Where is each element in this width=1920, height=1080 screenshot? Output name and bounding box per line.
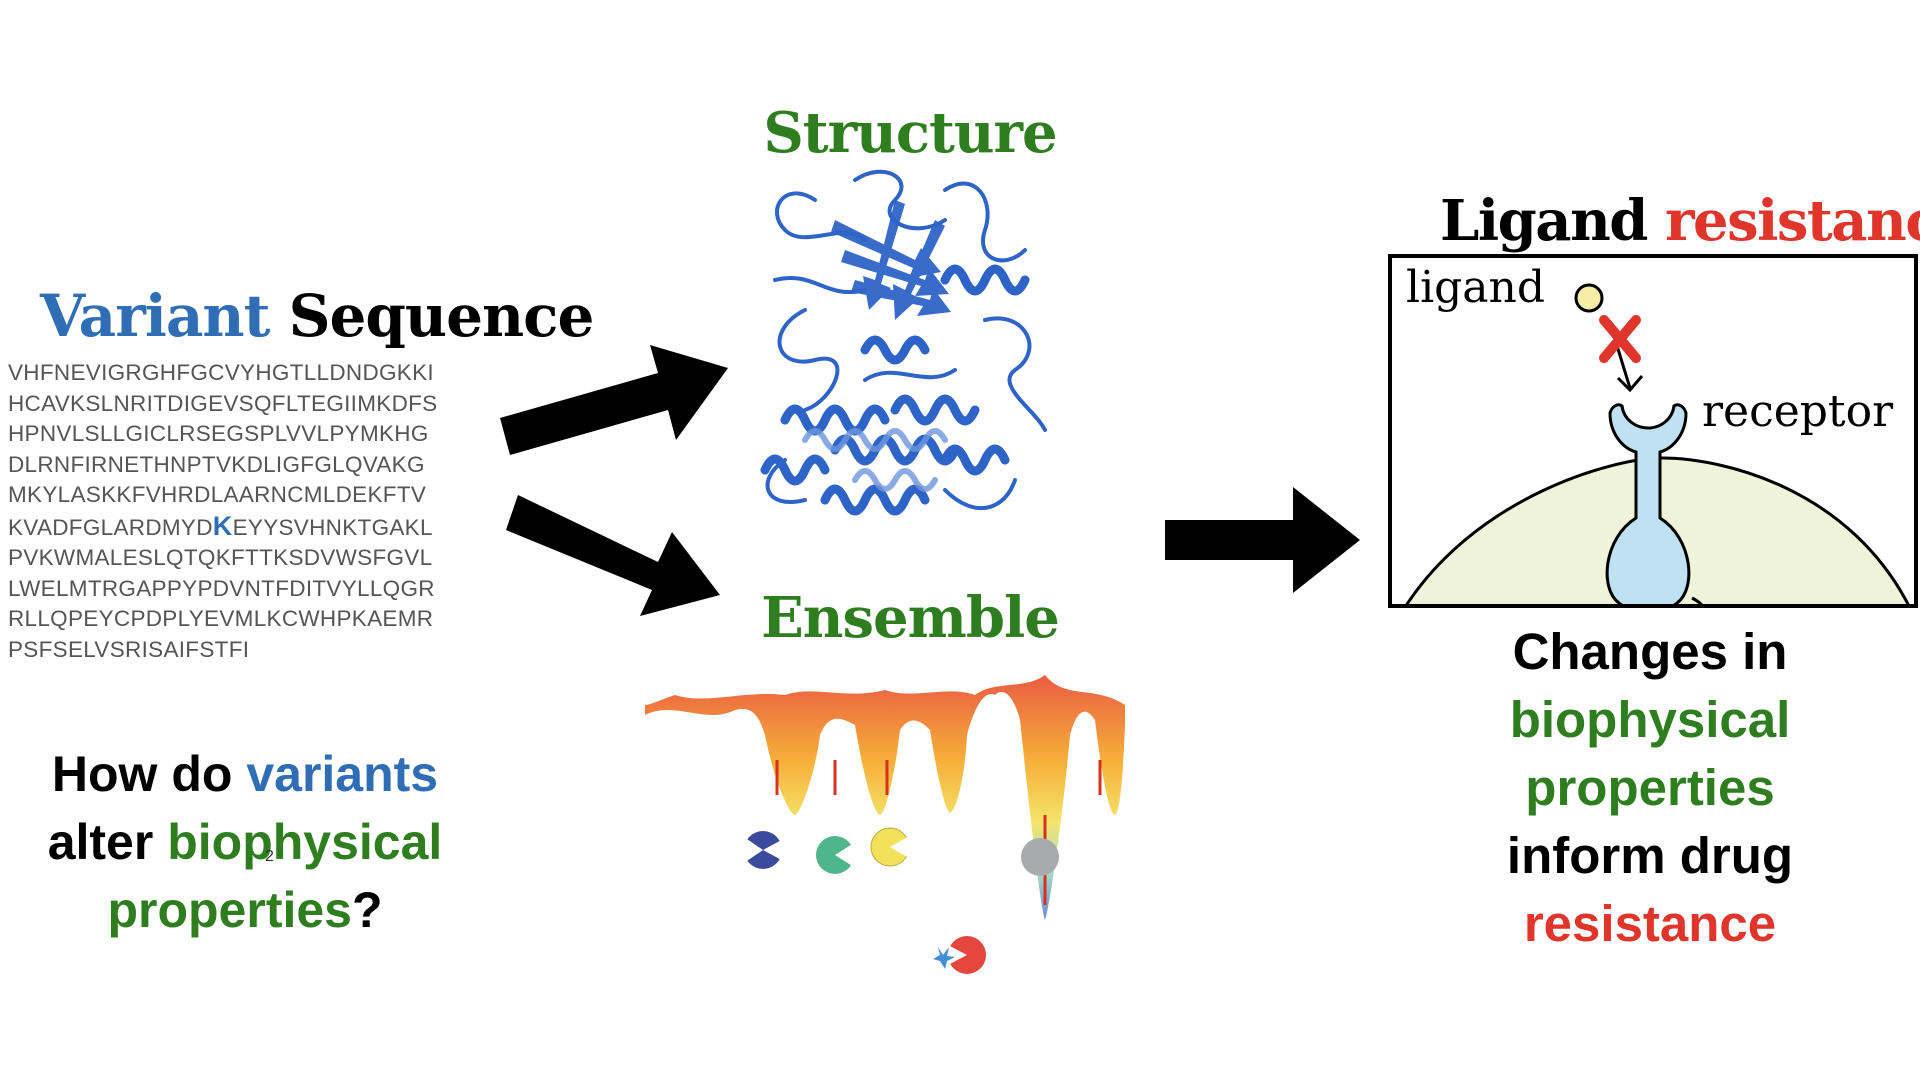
sequence-line: PVKWMALESLQTQKFTTKSDVWSFGVL — [8, 545, 433, 570]
conclusion-line-biophysical: biophysical — [1509, 691, 1791, 748]
sequence-line: DLRNFIRNETHNPTVKDLIGFGLQVAKG — [8, 451, 425, 477]
amino-acid-sequence: VHFNEVIGRGHFGCVYHGTLLDNDGKKI HCAVKSLNRIT… — [8, 358, 498, 665]
question-word-variants: variants — [246, 746, 439, 802]
conclusion-line-properties: properties — [1525, 759, 1775, 816]
question-word: alter — [47, 814, 154, 870]
conclusion-line: Changes in — [1512, 623, 1788, 680]
sequence-line: PSFSELVSRISAIFSTFI — [8, 636, 250, 662]
sequence-line: LWELMTRGAPPYPDVNTFDITVYLLQGR — [8, 575, 435, 601]
sequence-line: VHFNEVIGRGHFGCVYHGTLLDNDGKKI — [8, 360, 434, 385]
ligand-label: ligand — [1406, 262, 1546, 313]
conformer-yellow-icon — [870, 827, 911, 867]
resistance-title-ligand: Ligand — [1440, 188, 1648, 254]
arrow-to-resistance-icon — [1165, 487, 1360, 593]
page-number: 2 — [265, 848, 274, 865]
resistance-title: Ligand resistance — [1440, 188, 1920, 254]
sequence-line: RLLQPEYCPDPLYEVMLKCWHPKAEMR — [8, 606, 434, 631]
sequence-line: HCAVKSLNRITDIGEVSQFLTEGIIMKDFS — [8, 390, 438, 416]
landscape-surface — [645, 675, 1125, 920]
mutated-residue: K — [212, 510, 233, 541]
conclusion-text: Changes in biophysical properties inform… — [1430, 618, 1870, 958]
arrow-to-structure-icon — [500, 345, 728, 455]
sequence-segment: KVADFGLARDMYD — [8, 514, 213, 540]
sequence-title-variant: Variant — [40, 282, 270, 350]
conclusion-line: inform drug — [1506, 827, 1794, 884]
protein-structure-icon — [760, 169, 1047, 516]
question-text: How do variants alter biophysical proper… — [20, 740, 470, 944]
receptor-illustration — [1405, 283, 1910, 604]
question-mark: ? — [351, 882, 383, 938]
conformer-grey-icon — [1021, 838, 1059, 876]
conclusion-line-resistance: resistance — [1523, 895, 1777, 952]
conformer-red-ligand-icon — [933, 936, 986, 974]
receptor-label: receptor — [1702, 386, 1894, 437]
arrow-to-ensemble-icon — [506, 495, 720, 616]
structure-title: Structure — [763, 100, 1057, 166]
question-word: How do — [51, 746, 233, 802]
conformer-green-icon — [816, 836, 857, 874]
sequence-line-mutation: KVADFGLARDMYDKEYYSVHNKTGAKL — [8, 511, 498, 544]
question-word-properties: properties — [107, 882, 352, 938]
ligand-icon — [1574, 283, 1604, 313]
sequence-segment: EYYSVHNKTGAKL — [232, 514, 433, 540]
receptor-icon — [1605, 403, 1691, 604]
sequence-title: Variant Sequence — [40, 282, 594, 350]
sequence-title-sequence: Sequence — [288, 282, 595, 350]
blocked-x-icon — [1599, 315, 1641, 363]
ensemble-title: Ensemble — [761, 585, 1060, 651]
sequence-line: MKYLASKKFVHRDLAARNCMLDEKFTV — [8, 482, 427, 507]
energy-landscape-icon — [645, 675, 1125, 974]
sequence-line: HPNVLSLLGICLRSEGSPLVVLPYMKHG — [8, 421, 429, 446]
resistance-title-resistance: resistance — [1664, 188, 1920, 254]
conformer-blue-icon — [741, 831, 787, 869]
question-word-biophysical: biophysical — [167, 814, 443, 870]
receptor-diagram: ligand receptor — [1388, 254, 1918, 608]
